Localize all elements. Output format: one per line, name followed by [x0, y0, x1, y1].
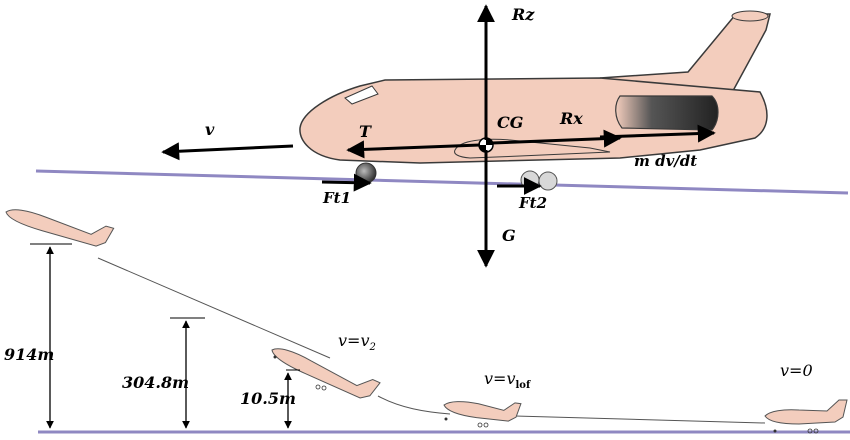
- drag-arrow: [491, 129, 622, 148]
- alt-10-label: 10.5m: [240, 389, 296, 408]
- ft1-label: Ft1: [322, 189, 351, 207]
- runway-line-upper: [35, 169, 849, 195]
- main-airplane: [299, 10, 771, 191]
- thrust-label: T: [359, 122, 372, 141]
- thrust-arrow: [346, 140, 481, 159]
- inertia-arrow: [599, 124, 716, 143]
- speed-lof-label: v=vlof: [484, 369, 531, 391]
- plane-liftoff: [443, 401, 522, 422]
- weight-label: G: [502, 226, 516, 245]
- plane-cruise: [5, 209, 115, 247]
- front-wheel: [355, 162, 377, 184]
- drag-label: Rx: [559, 109, 583, 128]
- rear-wheel-2: [538, 171, 558, 191]
- lift-label: Rz: [511, 5, 535, 24]
- plane-stationary: [764, 399, 848, 425]
- cg-symbol: [478, 137, 494, 153]
- engine-nacelle: [615, 95, 719, 131]
- speed-zero-label: v=0: [780, 361, 813, 380]
- alt-304-label: 304.8m: [122, 373, 189, 392]
- velocity-arrow: [161, 142, 294, 161]
- speed-v2-label: v=v2: [338, 331, 376, 353]
- flight-path: [97, 257, 766, 424]
- ft2-label: Ft2: [518, 194, 547, 212]
- plane-v2: [271, 348, 381, 399]
- ft1-arrow: [321, 173, 372, 192]
- velocity-label: v: [205, 120, 215, 139]
- cg-label: CG: [497, 113, 523, 132]
- alt-914-label: 914m: [4, 345, 54, 364]
- inertia-label: m dv/dt: [634, 152, 697, 170]
